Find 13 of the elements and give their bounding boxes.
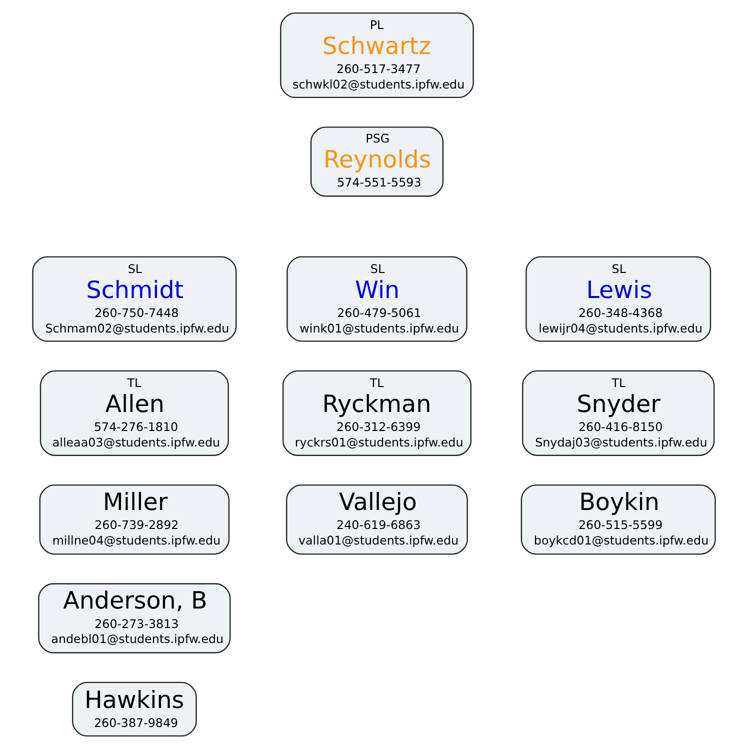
node-box: SL Schmidt 260-750-7448 Schmam02@students.ipfw.edu xyxy=(32,256,237,342)
node-box: TL Allen 574-276-1810 alleaa03@students.ipfw.edu xyxy=(40,370,229,456)
node-box: Hawkins 260-387-9849 xyxy=(72,682,197,737)
node-box: SL Win 260-479-5061 wink01@students.ipfw.edu xyxy=(286,256,468,342)
node-box: TL Ryckman 260-312-6399 ryckrs01@students.ipfw.edu xyxy=(282,370,472,456)
node-box: PL Schwartz 260-517-3477 schwkl02@students.ipfw.edu xyxy=(280,12,474,98)
node-box: TL Snyder 260-416-8150 Snydaj03@students.ipfw.edu xyxy=(522,370,715,456)
node-box: SL Lewis 260-348-4368 lewijr04@students.ipfw.edu xyxy=(526,256,712,342)
node-box: Vallejo 240-619-6863 valla01@students.ipfw.edu xyxy=(286,484,468,555)
node-box: Anderson, B 260-273-3813 andebl01@students.ipfw.edu xyxy=(38,583,231,654)
node-box: Miller 260-739-2892 millne04@students.ipfw.edu xyxy=(39,484,230,555)
node-box: Boykin 260-515-5599 boykcd01@students.ipfw.edu xyxy=(520,484,716,555)
node-box: PSG Reynolds 574-551-5593 xyxy=(310,126,444,197)
